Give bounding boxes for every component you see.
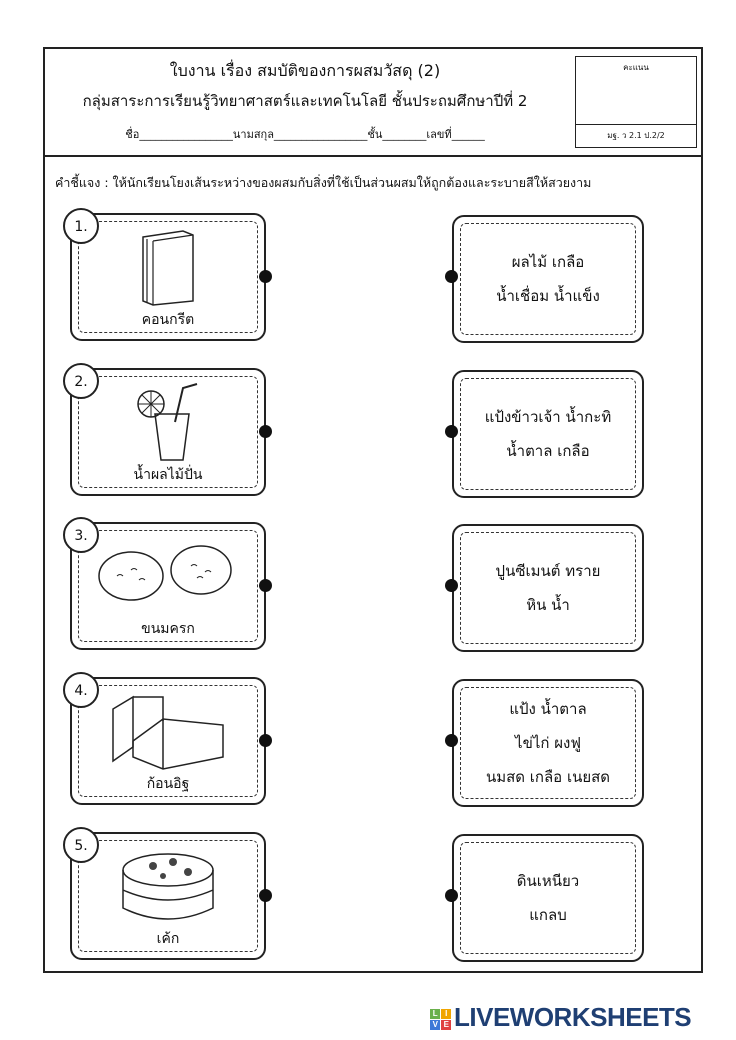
ingredient-text: ปูนซีเมนต์ ทรายหิน น้ำ xyxy=(454,554,642,622)
ingredient-line: แป้ง น้ำตาล xyxy=(509,700,587,718)
ingredient-line: หิน น้ำ xyxy=(526,596,570,614)
concrete-block-icon xyxy=(133,227,203,311)
standard-code: มฐ. ว 2.1 ป.2/2 xyxy=(576,124,696,147)
ingredient-card-1: ผลไม้ เกลือน้ำเชื่อม น้ำแข็ง xyxy=(452,215,644,343)
item-label: เค้ก xyxy=(156,931,180,947)
ingredient-text: แป้งข้าวเจ้า น้ำกะทิน้ำตาล เกลือ xyxy=(454,400,642,468)
right-connector-dot[interactable] xyxy=(445,579,458,592)
ingredient-line: ผลไม้ เกลือ xyxy=(511,253,585,271)
item-number: 5. xyxy=(63,827,99,863)
item-number: 3. xyxy=(63,517,99,553)
ingredient-card-5: ดินเหนียวแกลบ xyxy=(452,834,644,962)
ingredient-card-3: ปูนซีเมนต์ ทรายหิน น้ำ xyxy=(452,524,644,652)
left-connector-dot[interactable] xyxy=(259,734,272,747)
right-connector-dot[interactable] xyxy=(445,889,458,902)
worksheet: ใบงาน เรื่อง สมบัติของการผสมวัสดุ (2) กล… xyxy=(43,47,703,973)
right-connector-dot[interactable] xyxy=(445,425,458,438)
ingredient-card-2: แป้งข้าวเจ้า น้ำกะทิน้ำตาล เกลือ xyxy=(452,370,644,498)
left-connector-dot[interactable] xyxy=(259,579,272,592)
ingredient-line: ปูนซีเมนต์ ทราย xyxy=(495,562,601,580)
item-card-3: ขนมครก xyxy=(70,522,266,650)
subtitle: กลุ่มสาระการเรียนรู้วิทยาศาสตร์และเทคโนโ… xyxy=(82,92,528,110)
left-connector-dot[interactable] xyxy=(259,270,272,283)
ingredient-line: น้ำเชื่อม น้ำแข็ง xyxy=(496,287,600,305)
ingredient-line: นมสด เกลือ เนยสด xyxy=(485,768,611,786)
ingredient-card-4: แป้ง น้ำตาลไข่ไก่ ผงฟูนมสด เกลือ เนยสด xyxy=(452,679,644,807)
logo-text: LIVEWORKSHEETS xyxy=(454,1002,692,1032)
ingredient-line: ดินเหนียว xyxy=(516,872,580,890)
ingredient-line: น้ำตาล เกลือ xyxy=(506,442,590,460)
score-box: คะแนน มฐ. ว 2.1 ป.2/2 xyxy=(575,56,697,148)
instruction: คำชี้แจง : ให้นักเรียนโยงเส้นระหว่างของผ… xyxy=(55,175,592,190)
brick-icon xyxy=(103,691,233,775)
ingredient-line: แกลบ xyxy=(529,906,567,924)
item-number: 2. xyxy=(63,363,99,399)
ingredient-line: แป้งข้าวเจ้า น้ำกะทิ xyxy=(484,408,612,426)
item-number: 4. xyxy=(63,672,99,708)
khanom-krok-icon xyxy=(93,536,243,610)
cake-icon xyxy=(113,846,223,930)
smoothie-icon xyxy=(133,382,203,466)
left-connector-dot[interactable] xyxy=(259,425,272,438)
item-label: ก้อนอิฐ xyxy=(146,776,190,792)
ingredient-text: ผลไม้ เกลือน้ำเชื่อม น้ำแข็ง xyxy=(454,245,642,313)
left-connector-dot[interactable] xyxy=(259,889,272,902)
right-connector-dot[interactable] xyxy=(445,734,458,747)
item-card-2: น้ำผลไม้ปั่น xyxy=(70,368,266,496)
title: ใบงาน เรื่อง สมบัติของการผสมวัสดุ (2) xyxy=(169,61,441,80)
ingredient-text: ดินเหนียวแกลบ xyxy=(454,864,642,932)
item-card-1: คอนกรีต xyxy=(70,213,266,341)
student-fields: ชื่อ_________________นามสกุล____________… xyxy=(125,128,485,141)
item-label: คอนกรีต xyxy=(141,312,195,328)
item-label: ขนมครก xyxy=(141,621,195,637)
item-card-5: เค้ก xyxy=(70,832,266,960)
header: ใบงาน เรื่อง สมบัติของการผสมวัสดุ (2) กล… xyxy=(45,49,701,157)
item-number: 1. xyxy=(63,208,99,244)
ingredient-line: ไข่ไก่ ผงฟู xyxy=(515,734,581,752)
ingredient-text: แป้ง น้ำตาลไข่ไก่ ผงฟูนมสด เกลือ เนยสด xyxy=(454,692,642,794)
item-label: น้ำผลไม้ปั่น xyxy=(133,467,203,483)
right-connector-dot[interactable] xyxy=(445,270,458,283)
score-label: คะแนน xyxy=(623,63,649,72)
item-card-4: ก้อนอิฐ xyxy=(70,677,266,805)
